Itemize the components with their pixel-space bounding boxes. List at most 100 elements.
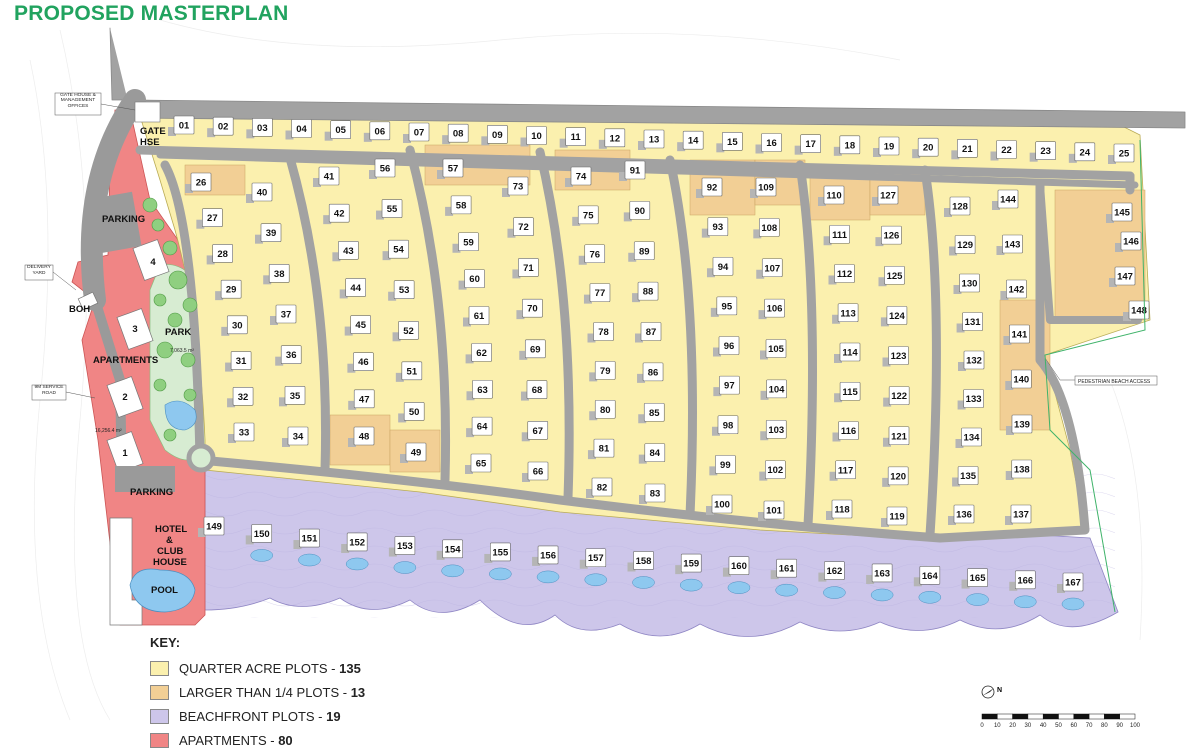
plot-24[interactable]: 24: [1068, 142, 1096, 163]
plot-44[interactable]: 44: [339, 278, 366, 299]
plot-99[interactable]: 99: [709, 455, 736, 476]
plot-92[interactable]: 92: [696, 177, 723, 198]
plot-31[interactable]: 31: [225, 351, 252, 372]
plot-125[interactable]: 125: [878, 265, 905, 287]
plot-67[interactable]: 67: [521, 420, 549, 442]
plot-150[interactable]: 150: [245, 524, 273, 562]
plot-43[interactable]: 43: [332, 240, 359, 262]
plot-74[interactable]: 74: [565, 166, 592, 187]
plot-71[interactable]: 71: [512, 258, 539, 279]
plot-161[interactable]: 161: [770, 558, 798, 597]
plot-141[interactable]: 141: [1003, 324, 1030, 345]
plot-117[interactable]: 117: [829, 460, 856, 481]
plot-37[interactable]: 37: [270, 304, 297, 325]
plot-83[interactable]: 83: [639, 483, 666, 504]
plot-51[interactable]: 51: [395, 361, 423, 382]
plot-02[interactable]: 02: [207, 116, 234, 138]
plot-05[interactable]: 05: [324, 120, 351, 141]
plot-123[interactable]: 123: [882, 346, 909, 367]
plot-33[interactable]: 33: [228, 422, 255, 443]
plot-136[interactable]: 136: [948, 504, 975, 525]
plot-20[interactable]: 20: [912, 137, 939, 159]
plot-46[interactable]: 46: [347, 352, 374, 373]
plot-98[interactable]: 98: [711, 415, 739, 436]
plot-145[interactable]: 145: [1106, 202, 1133, 223]
plot-76[interactable]: 76: [578, 244, 606, 265]
plot-147[interactable]: 147: [1109, 266, 1136, 287]
plot-144[interactable]: 144: [992, 189, 1019, 210]
plot-11[interactable]: 11: [559, 127, 586, 148]
plot-166[interactable]: 166: [1009, 570, 1037, 609]
plot-128[interactable]: 128: [944, 196, 971, 217]
plot-41[interactable]: 41: [313, 166, 340, 187]
plot-107[interactable]: 107: [756, 258, 783, 279]
plot-106[interactable]: 106: [758, 298, 785, 320]
plot-122[interactable]: 122: [883, 386, 910, 407]
plot-138[interactable]: 138: [1005, 459, 1033, 480]
plot-102[interactable]: 102: [759, 460, 786, 481]
plot-137[interactable]: 137: [1005, 504, 1032, 525]
plot-55[interactable]: 55: [376, 199, 403, 220]
plot-119[interactable]: 119: [881, 506, 908, 527]
plot-142[interactable]: 142: [1000, 279, 1027, 300]
plot-32[interactable]: 32: [227, 386, 254, 408]
plot-121[interactable]: 121: [882, 426, 910, 447]
plot-131[interactable]: 131: [956, 312, 983, 333]
plot-42[interactable]: 42: [323, 203, 350, 225]
plot-58[interactable]: 58: [445, 195, 472, 216]
plot-134[interactable]: 134: [955, 427, 982, 448]
plot-146[interactable]: 146: [1115, 231, 1142, 252]
plot-48[interactable]: 48: [348, 426, 375, 447]
plot-69[interactable]: 69: [519, 339, 546, 360]
plot-04[interactable]: 04: [285, 119, 312, 140]
plot-95[interactable]: 95: [710, 296, 738, 317]
plot-38[interactable]: 38: [263, 264, 290, 285]
plot-23[interactable]: 23: [1029, 141, 1056, 162]
plot-81[interactable]: 81: [587, 438, 615, 460]
plot-09[interactable]: 09: [481, 125, 508, 146]
plot-87[interactable]: 87: [635, 322, 662, 343]
plot-88[interactable]: 88: [632, 281, 659, 303]
plot-120[interactable]: 120: [882, 466, 909, 487]
plot-162[interactable]: 162: [818, 561, 846, 599]
plot-56[interactable]: 56: [369, 158, 396, 179]
plot-03[interactable]: 03: [246, 118, 273, 139]
plot-153[interactable]: 153: [388, 536, 417, 574]
plot-157[interactable]: 157: [579, 548, 608, 586]
plot-62[interactable]: 62: [465, 343, 492, 364]
plot-155[interactable]: 155: [484, 542, 512, 581]
plot-19[interactable]: 19: [873, 136, 900, 157]
plot-60[interactable]: 60: [458, 269, 485, 290]
plot-17[interactable]: 17: [794, 134, 821, 155]
plot-140[interactable]: 140: [1005, 369, 1032, 390]
plot-73[interactable]: 73: [502, 176, 529, 197]
plot-70[interactable]: 70: [516, 298, 543, 320]
plot-96[interactable]: 96: [713, 336, 740, 357]
plot-29[interactable]: 29: [215, 279, 242, 301]
plot-14[interactable]: 14: [677, 130, 704, 152]
plot-27[interactable]: 27: [196, 208, 223, 229]
plot-57[interactable]: 57: [437, 158, 464, 179]
plot-35[interactable]: 35: [279, 386, 306, 407]
plot-47[interactable]: 47: [348, 389, 375, 410]
plot-18[interactable]: 18: [833, 135, 861, 156]
plot-105[interactable]: 105: [760, 339, 787, 360]
plot-151[interactable]: 151: [293, 528, 321, 567]
plot-152[interactable]: 152: [341, 532, 369, 571]
plot-114[interactable]: 114: [834, 342, 861, 363]
plot-52[interactable]: 52: [392, 320, 419, 342]
plot-84[interactable]: 84: [638, 443, 666, 464]
plot-12[interactable]: 12: [598, 128, 626, 149]
plot-45[interactable]: 45: [344, 315, 371, 336]
plot-108[interactable]: 108: [753, 218, 780, 239]
plot-135[interactable]: 135: [952, 466, 979, 487]
plot-85[interactable]: 85: [638, 402, 665, 424]
plot-25[interactable]: 25: [1108, 143, 1135, 164]
plot-115[interactable]: 115: [834, 381, 861, 403]
plot-149[interactable]: 149: [198, 516, 225, 537]
plot-22[interactable]: 22: [990, 140, 1017, 161]
plot-65[interactable]: 65: [465, 453, 492, 474]
plot-82[interactable]: 82: [586, 477, 613, 498]
plot-80[interactable]: 80: [589, 399, 616, 421]
plot-164[interactable]: 164: [913, 565, 942, 604]
